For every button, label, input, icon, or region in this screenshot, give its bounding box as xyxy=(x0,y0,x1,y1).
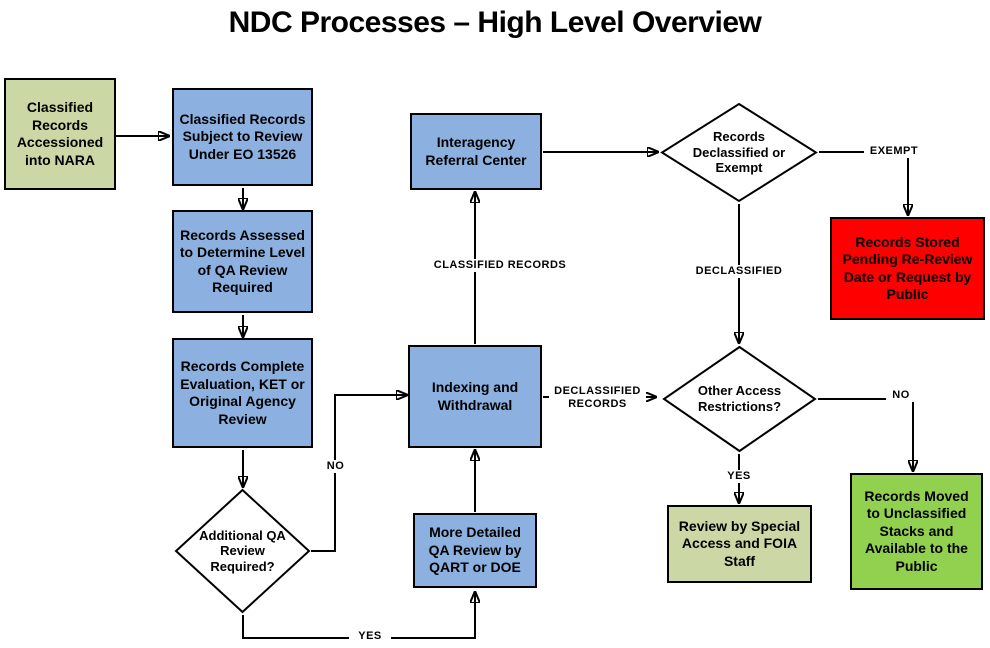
node-label: Interagency Referral Center xyxy=(425,134,527,168)
diamond-shape xyxy=(660,102,818,203)
decision-records-declassified-or-exempt: Records Declassified or Exempt xyxy=(660,102,818,203)
node-indexing-and-withdrawal: Indexing and Withdrawal xyxy=(408,345,542,448)
decision-other-access-restrictions: Other Access Restrictions? xyxy=(662,345,817,453)
edge-label-no-qa-review: NO xyxy=(319,460,352,474)
diamond-shape xyxy=(662,345,817,453)
node-label: Indexing and Withdrawal xyxy=(431,379,519,413)
node-records-complete-evaluation: Records Complete Evaluation, KET or Orig… xyxy=(172,338,313,448)
diamond-shape xyxy=(174,488,311,614)
arrow-exempt-to-stored xyxy=(819,151,908,215)
node-review-special-access-foia: Review by Special Access and FOIA Staff xyxy=(667,505,812,583)
edge-label-classified-records: CLASSIFIED RECORDS xyxy=(405,259,595,273)
decision-additional-qa-review: Additional QA Review Required? xyxy=(174,488,311,614)
node-label: Review by Special Access and FOIA Staff xyxy=(678,517,801,569)
page-title: NDC Processes – High Level Overview xyxy=(228,6,762,39)
node-label: Records Complete Evaluation, KET or Orig… xyxy=(180,358,305,427)
edge-label-no-restrictions: NO xyxy=(886,389,916,403)
decision-label: Other Access Restrictions? xyxy=(697,383,782,414)
node-label: Classified Records Accessioned into NARA xyxy=(16,99,104,168)
arrow-no-to-unclass-stacks xyxy=(818,398,913,471)
edge-label-declassified-records: DECLASSIFIED RECORDS xyxy=(549,385,646,412)
edge-label-yes-restrictions: YES xyxy=(717,470,761,484)
edge-label-exempt: EXEMPT xyxy=(864,145,924,159)
node-label: Records Stored Pending Re-Review Date or… xyxy=(842,233,973,303)
node-records-stored-pending-rereview: Records Stored Pending Re-Review Date or… xyxy=(830,217,985,320)
node-records-assessed-qa-level: Records Assessed to Determine Level of Q… xyxy=(172,210,313,313)
node-label: Classified Records Subject to Review Und… xyxy=(179,110,306,162)
node-interagency-referral-center: Interagency Referral Center xyxy=(410,113,542,190)
node-label: More Detailed QA Review by QART or DOE xyxy=(428,524,522,576)
edge-label-yes-qa-review: YES xyxy=(349,630,391,644)
node-label: Records Moved to Unclassified Stacks and… xyxy=(864,487,969,574)
node-subject-to-review-eo13526: Classified Records Subject to Review Und… xyxy=(172,88,313,186)
decision-label: Records Declassified or Exempt xyxy=(692,129,786,176)
node-classified-records-accessioned: Classified Records Accessioned into NARA xyxy=(4,78,116,190)
node-records-moved-unclassified-stacks: Records Moved to Unclassified Stacks and… xyxy=(850,473,983,590)
decision-label: Additional QA Review Required? xyxy=(199,527,286,574)
edge-label-declassified: DECLASSIFIED xyxy=(678,265,800,279)
node-label: Records Assessed to Determine Level of Q… xyxy=(179,226,306,296)
node-more-detailed-qa-review: More Detailed QA Review by QART or DOE xyxy=(413,513,537,588)
